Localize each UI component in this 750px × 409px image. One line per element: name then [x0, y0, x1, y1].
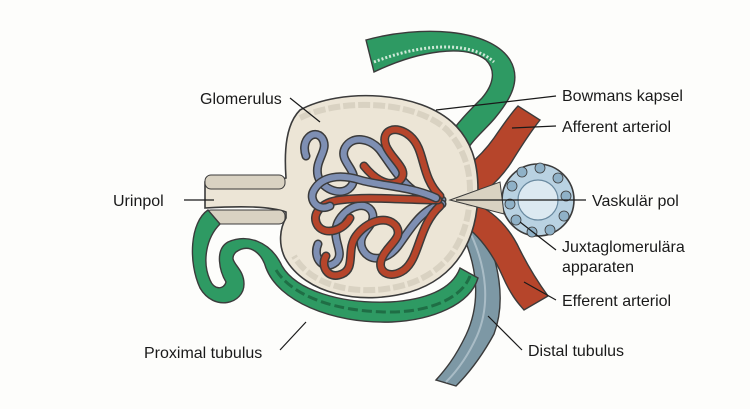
leader-glomerulus	[289, 97, 321, 123]
distal-tubule	[434, 221, 501, 387]
leader-efferent	[523, 281, 557, 301]
label-juxtaglomerulara: Juxtaglomerulära	[562, 239, 685, 256]
label-vaskular-pol: Vaskulär pol	[592, 193, 679, 210]
label-bowmans-kapsel: Bowmans kapsel	[562, 88, 683, 105]
leader-bowman	[435, 95, 557, 111]
label-distal-tubulus: Distal tubulus	[528, 343, 624, 360]
leader-juxta	[519, 221, 557, 251]
distal-tubule-lumen	[445, 227, 487, 383]
label-proximal-tubulus: Proximal tubulus	[144, 345, 262, 362]
capsule-parietal-cells	[291, 101, 474, 294]
proximal-tubule	[191, 209, 479, 323]
leader-afferent	[511, 125, 557, 129]
leader-distal	[487, 315, 523, 351]
label-urinpol: Urinpol	[113, 193, 164, 210]
leader-proximal	[279, 321, 307, 351]
label-efferent-arteriol: Efferent arteriol	[562, 293, 671, 310]
ascending-limb-brush	[373, 45, 496, 64]
label-apparaten: apparaten	[562, 259, 634, 276]
vascular-pole	[448, 181, 505, 215]
urinpol-cells-top	[204, 174, 286, 190]
label-glomerulus: Glomerulus	[200, 91, 282, 108]
label-afferent-arteriol: Afferent arteriol	[562, 119, 671, 136]
glomerulus-capillaries	[300, 125, 447, 280]
